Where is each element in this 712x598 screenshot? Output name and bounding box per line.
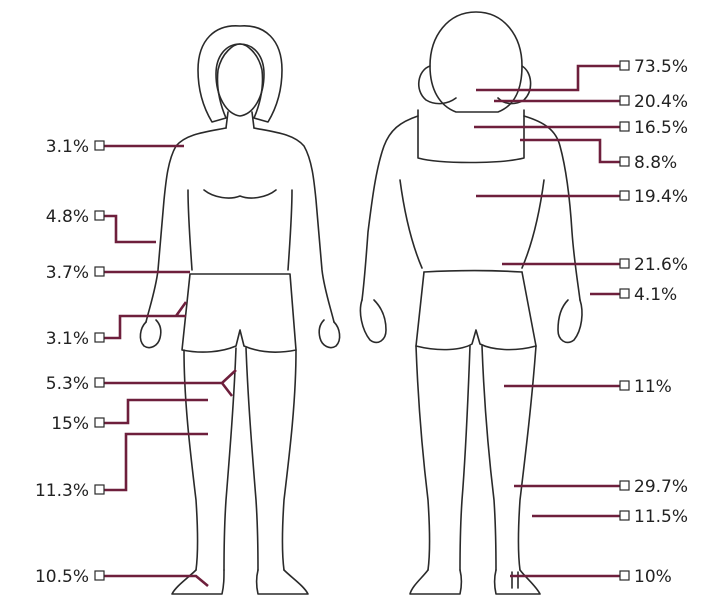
front-label: 4.8% [46,207,89,227]
marker-back-7 [620,289,629,298]
leader-front-foot [104,576,208,586]
back-label: 11% [634,377,672,397]
back-label: 29.7% [634,477,688,497]
leader-front-upper-arm [104,216,156,242]
back-label: 10% [634,567,672,587]
marker-back-11 [620,571,629,580]
back-label: 21.6% [634,255,688,275]
marker-front-7 [95,485,104,494]
marker-front-8 [95,571,104,580]
marker-front-5 [95,378,104,387]
back-label: 4.1% [634,285,677,305]
front-label: 3.1% [46,329,89,349]
back-label: 11.5% [634,507,688,527]
front-label: 3.7% [46,263,89,283]
back-label: 8.8% [634,153,677,173]
marker-front-3 [95,267,104,276]
leader-back-shoulder [520,140,620,162]
back-label: 73.5% [634,57,688,77]
marker-front-2 [95,211,104,220]
marker-back-2 [620,96,629,105]
front-label: 10.5% [35,567,89,587]
leader-front-shin [104,434,208,490]
marker-front-1 [95,141,104,150]
front-figure [140,26,339,594]
marker-back-10 [620,511,629,520]
leader-front-knee [104,370,236,396]
marker-back-8 [620,381,629,390]
marker-front-4 [95,333,104,342]
front-label-group: 3.1% 4.8% 3.7% 3.1% 5.3% 15% 11.3% 10.5% [35,137,89,587]
back-label: 20.4% [634,92,688,112]
marker-front-6 [95,418,104,427]
back-figure [360,12,582,594]
front-label: 3.1% [46,137,89,157]
marker-back-4 [620,157,629,166]
back-label-group: 73.5% 20.4% 16.5% 8.8% 19.4% 21.6% 4.1% … [634,57,688,587]
back-label: 19.4% [634,187,688,207]
leader-front-wrist [104,302,186,338]
marker-back-9 [620,481,629,490]
front-label: 15% [51,414,89,434]
leader-back-head [476,66,620,90]
marker-back-5 [620,191,629,200]
back-label: 16.5% [634,118,688,138]
front-label: 11.3% [35,481,89,501]
marker-back-1 [620,61,629,70]
marker-back-6 [620,259,629,268]
front-label: 5.3% [46,374,89,394]
leader-front-thigh [104,400,208,423]
marker-back-3 [620,122,629,131]
